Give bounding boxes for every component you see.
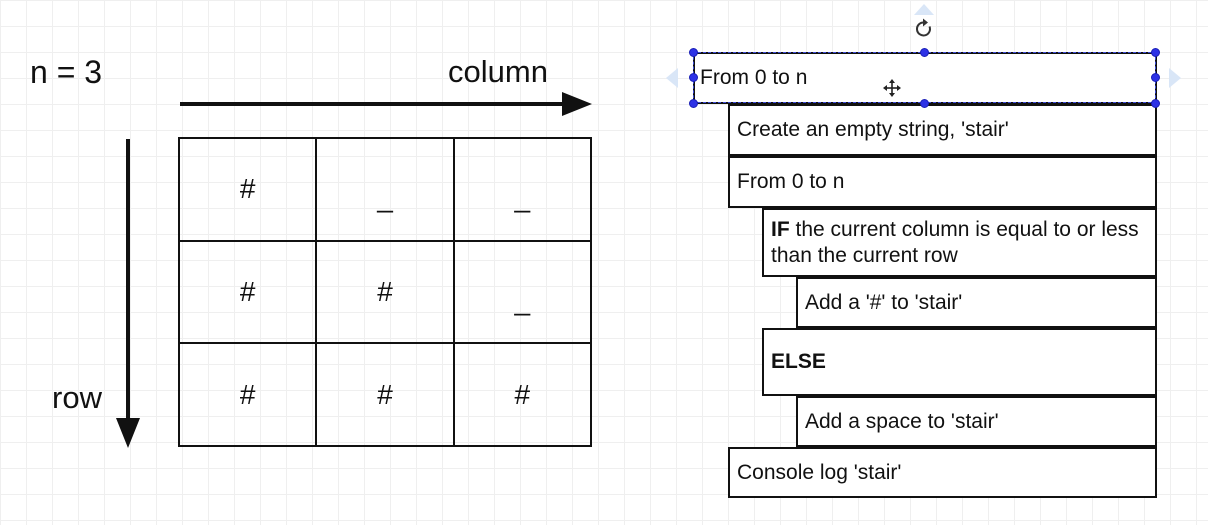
selection-outline (693, 52, 1156, 103)
flow-step-inner-loop[interactable]: From 0 to n (728, 156, 1157, 208)
row-axis-label: row (52, 380, 102, 415)
flow-step-text: Add a space to 'stair' (805, 409, 999, 433)
column-axis-label: column (448, 54, 548, 89)
grid-cell: # (316, 240, 454, 344)
if-keyword: IF (771, 217, 790, 241)
grid-cell: # (179, 138, 317, 241)
flow-step-text: From 0 to n (737, 170, 845, 193)
flow-step-text: Create an empty string, 'stair' (737, 118, 1009, 141)
flow-step-console-log[interactable]: Console log 'stair' (728, 447, 1157, 498)
n-value-label: n = 3 (30, 54, 103, 90)
flow-step-text: IF the current column is equal to or les… (771, 217, 1155, 269)
resize-handle-bottom-right[interactable] (1151, 99, 1160, 108)
resize-handle-right[interactable] (1151, 73, 1160, 82)
flow-step-text: From 0 to n (700, 66, 808, 89)
resize-handle-bottom[interactable] (920, 99, 929, 108)
resize-handle-top-right[interactable] (1151, 48, 1160, 57)
stair-grid: # _ _ # # _ # # # (178, 137, 592, 447)
column-arrow (180, 92, 592, 116)
else-keyword: ELSE (771, 350, 826, 373)
grid-cell: # (316, 343, 454, 446)
grid-cell: _ (453, 138, 591, 241)
flow-step-if[interactable]: IF the current column is equal to or les… (762, 208, 1157, 277)
grid-cell: _ (453, 240, 591, 344)
flow-step-add-hash[interactable]: Add a '#' to 'stair' (796, 277, 1157, 328)
resize-handle-bottom-left[interactable] (689, 99, 698, 108)
grid-cell: # (179, 343, 317, 446)
row-arrow (116, 139, 140, 448)
resize-handle-top[interactable] (920, 48, 929, 57)
resize-handle-top-left[interactable] (689, 48, 698, 57)
resize-handle-left[interactable] (689, 73, 698, 82)
connect-left-arrow-icon[interactable] (664, 66, 680, 90)
rotate-icon[interactable] (914, 17, 934, 39)
connect-right-arrow-icon[interactable] (1167, 66, 1183, 90)
flow-step-text: Console log 'stair' (737, 460, 902, 484)
if-condition: the current column is equal to or less t… (771, 217, 1139, 267)
grid-cell: # (179, 240, 317, 344)
flow-step-text: Add a '#' to 'stair' (805, 290, 963, 314)
flow-step-else[interactable]: ELSE (762, 328, 1157, 396)
connect-up-arrow-icon[interactable] (912, 2, 936, 16)
move-icon (883, 79, 901, 97)
grid-cell: # (453, 343, 591, 446)
flow-step-add-space[interactable]: Add a space to 'stair' (796, 396, 1157, 447)
grid-cell: _ (316, 138, 454, 241)
flow-step-create-string[interactable]: Create an empty string, 'stair' (728, 104, 1157, 156)
